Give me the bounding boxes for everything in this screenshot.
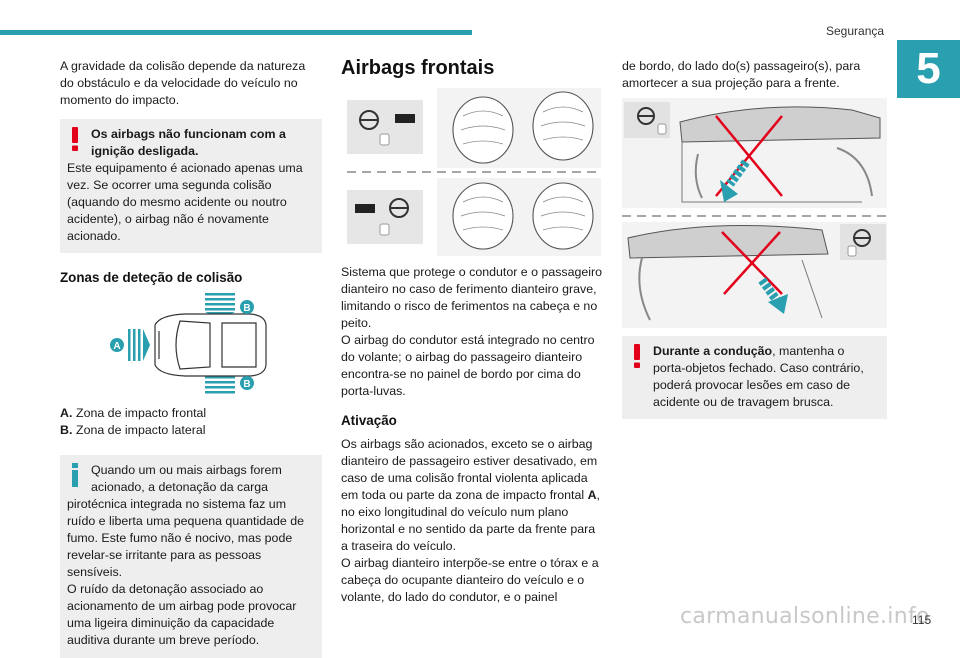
chapter-number-tab: 5 [897,40,960,98]
column-3: de bordo, do lado do(s) passageiro(s), p… [622,58,887,419]
intro-paragraph: A gravidade da colisão depende da nature… [60,59,306,107]
section-title: Segurança [826,24,885,38]
info-title: Quando um ou mais airbags forem acionado… [91,463,282,494]
activation-para-1: Os airbags são acionados, exceto se o ai… [341,437,600,553]
collision-zones-diagram: B B A [110,293,267,394]
continued-paragraph: de bordo, do lado do(s) passageiro(s), p… [622,59,861,90]
activation-para-2: O airbag dianteiro interpõe-se entre o t… [341,556,599,604]
frontal-desc-1: Sistema que protege o condutor e o passa… [341,265,603,330]
warning-body: Este equipamento é acionado apenas uma v… [67,161,303,243]
glovebox-diagram [622,98,887,328]
warning-exclamation-icon [72,127,78,151]
zone-a-label: A [113,341,120,352]
warning-box-ignition: Os airbags não funcionam com a ignição d… [60,119,322,253]
frontal-desc-2: O airbag do condutor está integrado no c… [341,333,595,398]
zone-b-bottom-label: B [243,379,250,390]
page-number: 115 [912,613,932,627]
legend-item: B.Zona de impacto lateral [60,423,206,437]
info-body-2: O ruído da detonação associado ao aciona… [67,582,297,647]
info-box-detonation: Quando um ou mais airbags forem acionado… [60,455,322,658]
warning-exclamation-icon [634,344,640,368]
activation-heading: Ativação [341,413,397,428]
column-2: Airbags frontais Sistema [341,56,603,606]
frontal-airbags-heading: Airbags frontais [341,57,495,79]
frontal-airbags-diagram [347,88,601,256]
column-1: A gravidade da colisão depende da nature… [60,58,322,658]
watermark: carmanualsonline.info [680,604,930,629]
warning-text: Durante a condução, mantenha o porta-obj… [653,344,864,409]
zone-b-top-label: B [243,303,250,314]
legend-item: A.Zona de impacto frontal [60,406,207,420]
warning-title: Os airbags não funcionam com a ignição d… [91,127,286,158]
info-body: pirotécnica integrada no sistema faz um … [67,497,304,579]
zones-legend: A.Zona de impacto frontal B.Zona de impa… [60,405,322,439]
info-icon [72,463,78,487]
header-accent-bar [0,30,472,35]
warning-box-glovebox: Durante a condução, mantenha o porta-obj… [622,336,887,419]
zones-heading: Zonas de deteção de colisão [60,270,243,285]
